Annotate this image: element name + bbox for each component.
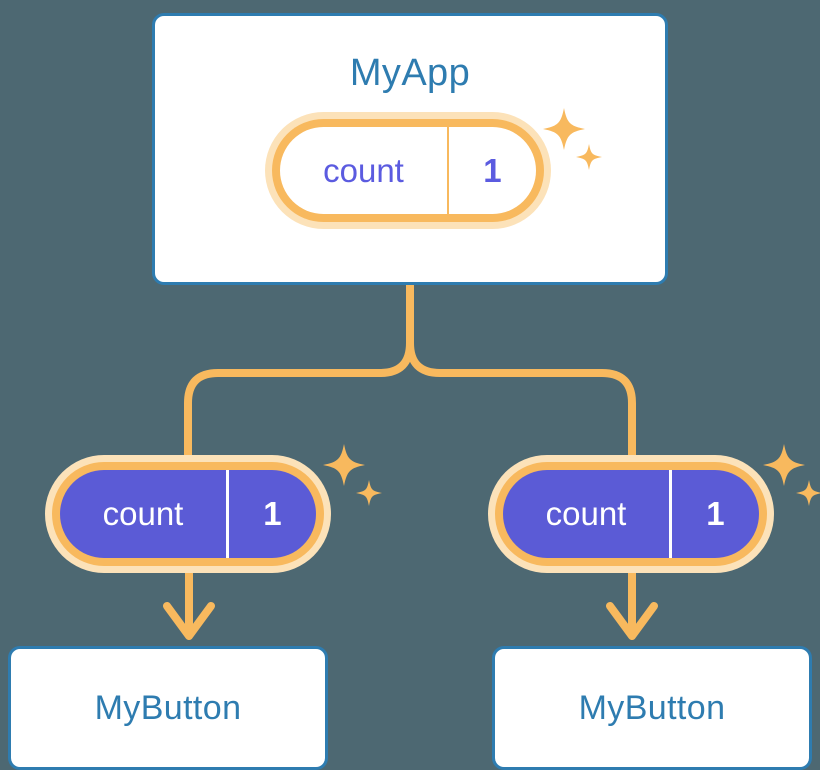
sparkle-icon-large bbox=[323, 444, 365, 486]
page-title: MyApp bbox=[349, 52, 471, 94]
state-key-label: count bbox=[503, 470, 672, 558]
button-component-title: MyButton bbox=[578, 688, 726, 727]
arrow-down-icon-right bbox=[606, 569, 658, 640]
state-pill-body: count 1 bbox=[280, 127, 536, 214]
state-pill-child-right[interactable]: count 1 bbox=[488, 455, 774, 573]
button-component-title: MyButton bbox=[94, 688, 242, 727]
sparkle-icon-small bbox=[796, 480, 820, 506]
state-pill-root[interactable]: count 1 bbox=[265, 112, 551, 229]
button-component-card-right[interactable]: MyButton bbox=[492, 646, 812, 770]
button-component-card-left[interactable]: MyButton bbox=[8, 646, 328, 770]
state-value-label: 1 bbox=[706, 495, 725, 532]
state-pill-child-left[interactable]: count 1 bbox=[45, 455, 331, 573]
sparkle-icon-small bbox=[356, 480, 382, 506]
state-value-label: 1 bbox=[483, 151, 502, 189]
state-value-label: 1 bbox=[263, 495, 282, 532]
state-pill-ring: count 1 bbox=[495, 462, 767, 566]
state-pill-body: count 1 bbox=[503, 470, 759, 558]
connector-root-to-right bbox=[406, 281, 636, 459]
arrow-down-icon-left bbox=[163, 569, 215, 640]
state-pill-ring: count 1 bbox=[272, 119, 544, 222]
connector-root-to-left bbox=[184, 281, 414, 459]
state-key-label: count bbox=[60, 470, 229, 558]
state-pill-body: count 1 bbox=[60, 470, 316, 558]
sparkle-icon-large bbox=[763, 444, 805, 486]
state-key-label: count bbox=[280, 127, 449, 214]
state-pill-ring: count 1 bbox=[52, 462, 324, 566]
